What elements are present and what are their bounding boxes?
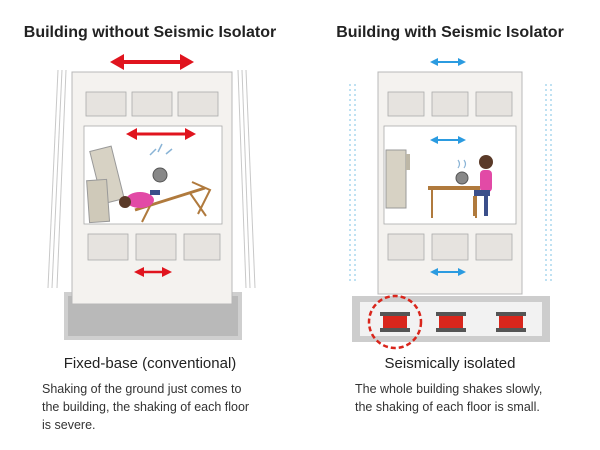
isolator-bearing [436, 312, 466, 332]
isolator-highlight-circle [367, 294, 423, 350]
isolator-bearing [496, 312, 526, 332]
upright-furniture [385, 149, 480, 218]
seismic-isolators [380, 312, 526, 332]
title-without-isolator: Building without Seismic Isolator [23, 24, 277, 41]
gentle-sway-lines [349, 84, 552, 282]
seated-person [473, 155, 493, 216]
floor-shaking-arrow-mid [126, 128, 196, 140]
floor-shaking-arrow-mid [430, 136, 466, 144]
roof-shaking-arrow [430, 58, 466, 66]
base-shaking-arrow [430, 268, 466, 276]
lower-windows [87, 233, 221, 261]
panel-isolated: Building with Seismic Isolator [300, 0, 600, 450]
isolated-building-diagram [349, 58, 552, 350]
isolator-bearing [380, 312, 410, 332]
upper-windows [85, 91, 219, 117]
base-shaking-arrow [134, 267, 172, 277]
fixed-base-building-diagram [47, 54, 256, 340]
upper-windows [387, 91, 513, 117]
subtitle-fixed-base: Fixed-base (conventional) [63, 355, 237, 372]
roof-shaking-arrow [110, 54, 194, 70]
sway-lines [47, 69, 256, 289]
subtitle-isolated: Seismically isolated [384, 355, 516, 372]
fallen-person [119, 190, 160, 208]
lower-windows [387, 233, 513, 261]
description-isolated: The whole building shakes slowly, the sh… [355, 382, 543, 414]
title-with-isolator: Building with Seismic Isolator [336, 24, 564, 41]
description-fixed-base: Shaking of the ground just comes to the … [42, 382, 250, 432]
panel-fixed-base: Building without Seismic Isolator [23, 24, 277, 432]
